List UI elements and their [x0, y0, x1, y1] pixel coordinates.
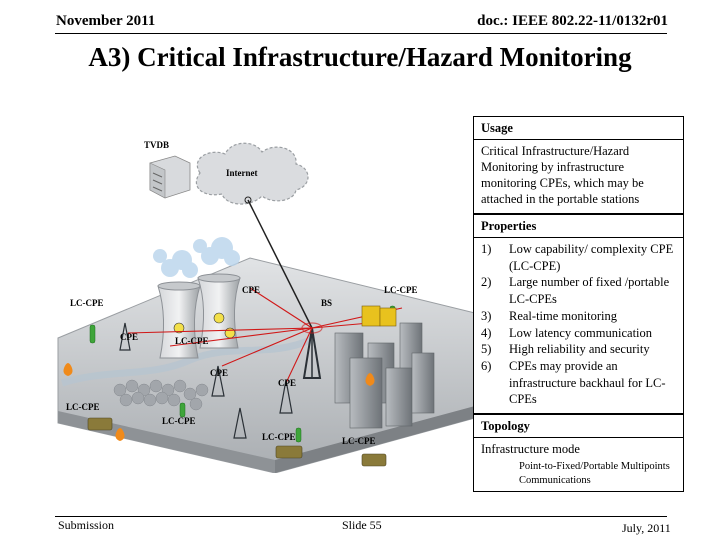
properties-heading: Properties: [473, 214, 684, 238]
topology-sub: Point-to-Fixed/Portable Multipoints Comm…: [519, 461, 670, 486]
property-item: 4)Low latency communication: [481, 325, 653, 340]
header-doc-id: doc.: IEEE 802.22-11/0132r01: [477, 13, 668, 29]
property-item: 3)Real-time monitoring: [481, 308, 617, 323]
tvdb-server: TVDB: [144, 140, 191, 199]
info-panel: Usage Critical Infrastructure/Hazard Mon…: [473, 116, 684, 492]
internet-label: Internet: [226, 168, 258, 178]
lc-cpe-label-1: LC-CPE: [70, 298, 104, 308]
usage-text: Critical Infrastructure/Hazard Monitorin…: [473, 139, 684, 214]
radio-links: [127, 287, 403, 384]
network-diagram: TVDB Internet BS: [57, 140, 475, 473]
tvdb-label: TVDB: [144, 140, 169, 150]
property-item: 6)CPEs may provide an infrastructure bac…: [481, 358, 666, 407]
steam-clouds: [153, 237, 240, 278]
header-date: November 2011: [56, 13, 156, 29]
footer-slide-number: Slide 55: [342, 518, 382, 532]
internet-cloud: Internet: [195, 142, 309, 205]
lc-cpe-label-7: LC-CPE: [342, 436, 376, 446]
cpe-label-1: CPE: [242, 285, 260, 295]
internet-bs-link: [247, 199, 313, 329]
property-item: 2)Large number of fixed /portable LC-CPE…: [481, 275, 670, 307]
cpe-label-4: CPE: [278, 378, 296, 388]
topology-heading: Topology: [473, 414, 684, 438]
lc-cpe-label-3: LC-CPE: [175, 336, 209, 346]
bs-label: BS: [321, 298, 332, 308]
cpe-label-3: CPE: [210, 368, 228, 378]
hazard-barrels: [361, 305, 397, 327]
lc-cpe-label-2: LC-CPE: [384, 285, 418, 295]
footer-rule: [55, 516, 667, 517]
lc-cpe-label-6: LC-CPE: [262, 432, 296, 442]
cpe-towers: [119, 322, 293, 439]
tree-cluster: [113, 379, 209, 411]
property-item: 5)High reliability and security: [481, 342, 650, 357]
property-item: 1)Low capability/ complexity CPE (LC-CPE…: [481, 242, 674, 273]
vehicles: [87, 417, 387, 467]
properties-body: 1)Low capability/ complexity CPE (LC-CPE…: [473, 237, 684, 414]
diagram-labels: LC-CPE LC-CPE LC-CPE LC-CPE LC-CPE LC-CP…: [66, 285, 418, 446]
cpe-label-2: CPE: [120, 332, 138, 342]
river: [60, 336, 312, 387]
fire-icons: [63, 363, 375, 441]
city-buildings: [334, 322, 435, 429]
footer-date: July, 2011: [622, 521, 671, 535]
usage-heading: Usage: [473, 116, 684, 140]
lc-cpe-label-4: LC-CPE: [66, 402, 100, 412]
footer-submission: Submission: [58, 518, 115, 532]
properties-list: 1)Low capability/ complexity CPE (LC-CPE…: [481, 241, 675, 408]
slide-title: A3) Critical Infrastructure/Hazard Monit…: [88, 42, 632, 72]
topology-text: Infrastructure mode: [481, 442, 580, 456]
header-rule: [55, 33, 667, 34]
topology-body: Infrastructure mode Point-to-Fixed/Porta…: [473, 437, 684, 492]
lc-cpe-label-5: LC-CPE: [162, 416, 196, 426]
